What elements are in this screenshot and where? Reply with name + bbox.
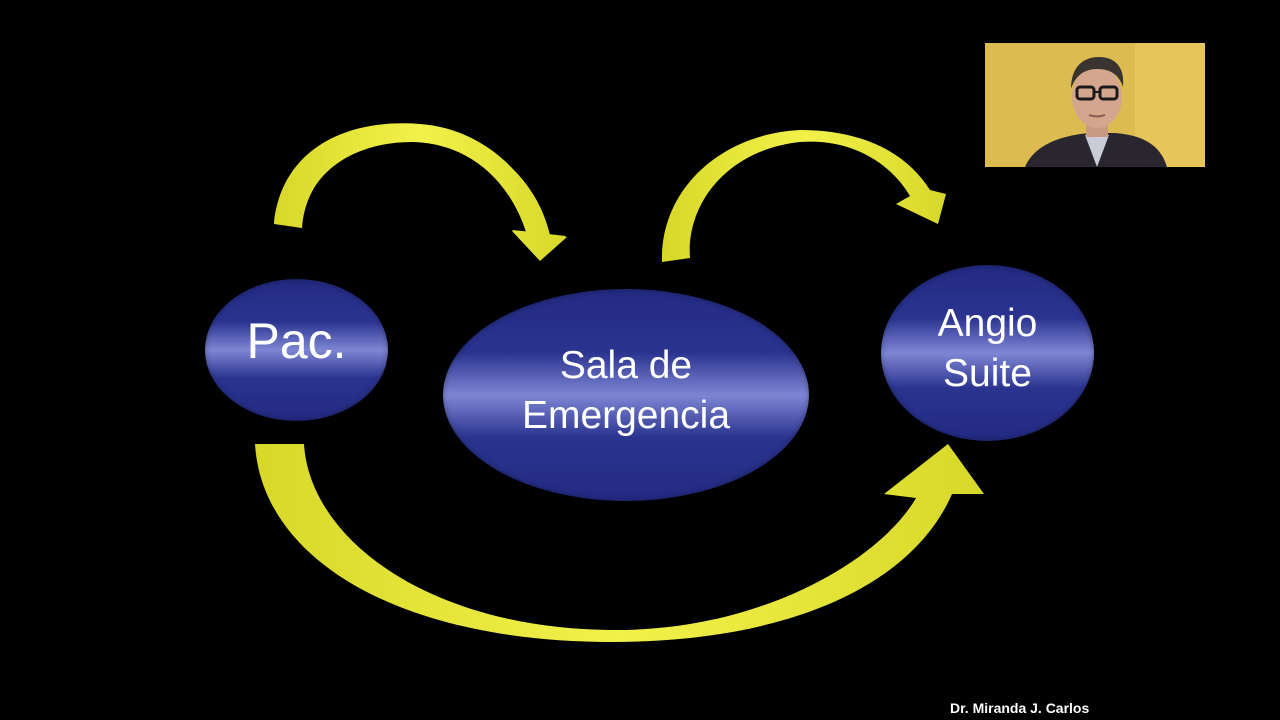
presenter-credit: Dr. Miranda J. Carlos <box>950 700 1090 716</box>
presenter-webcam-feed <box>985 43 1205 167</box>
node-emergency-room: Sala de Emergencia <box>443 289 809 501</box>
node-angio-suite: Angio Suite <box>881 265 1094 441</box>
node-patient-label: Pac. <box>246 313 347 369</box>
arrow-patient-to-angio-body <box>255 444 984 642</box>
node-emergency-room-label: Sala de Emergencia <box>521 344 731 437</box>
presenter-video-image <box>985 43 1205 167</box>
node-patient: Pac. <box>205 279 388 421</box>
arrow-emergency-to-angio-body <box>661 130 946 262</box>
node-angio-suite-label: Angio Suite <box>937 302 1038 395</box>
arrow-patient-to-emergency-body <box>274 130 567 261</box>
